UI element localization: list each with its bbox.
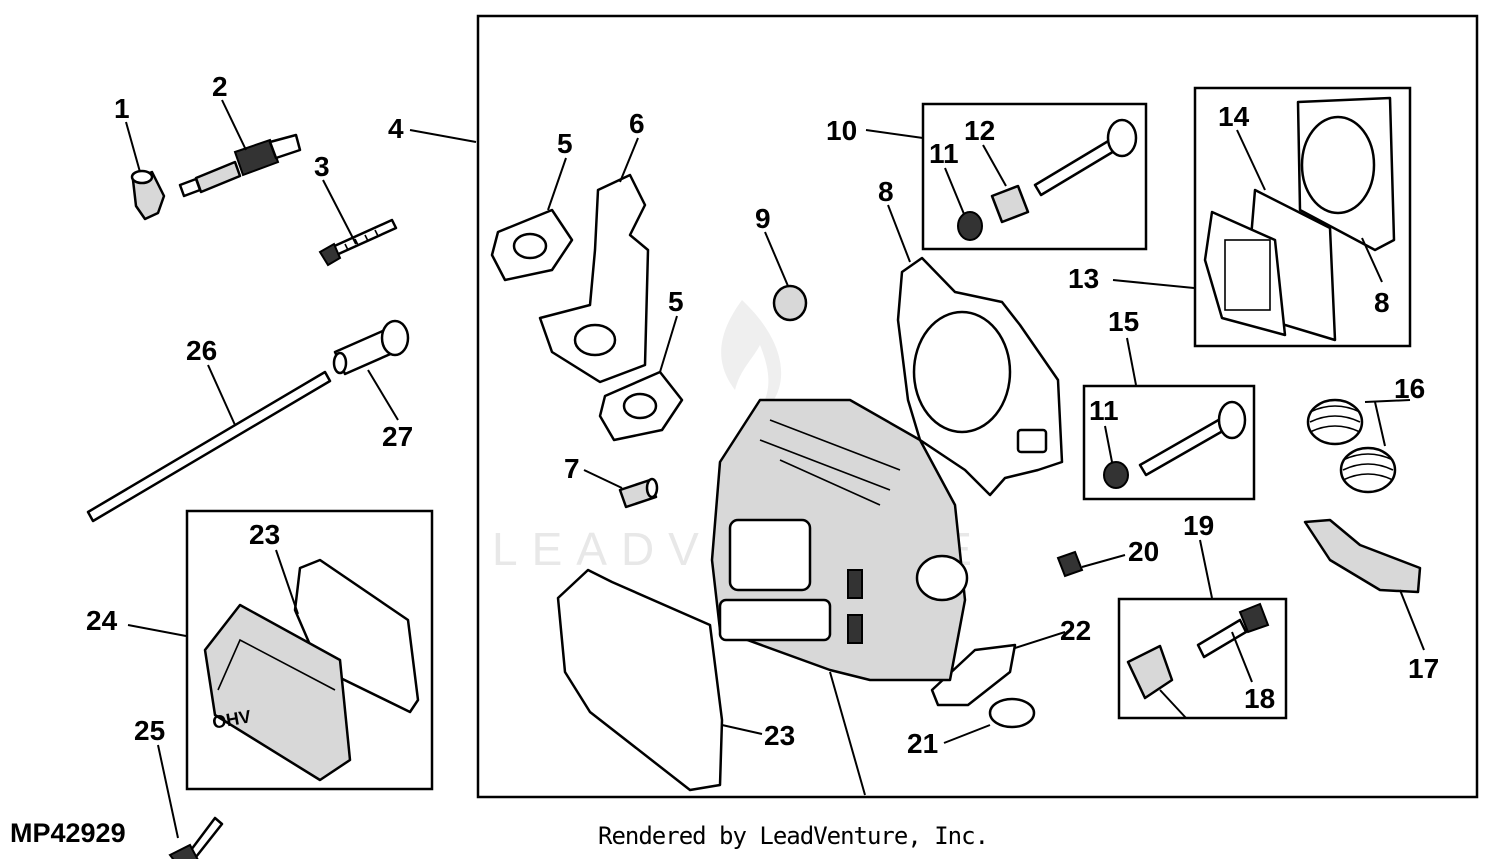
push-rod-part xyxy=(86,370,332,523)
intake-valve-kit-box xyxy=(1082,384,1256,501)
valve-cover-gasket-kit-part xyxy=(293,558,420,714)
callout-23b: 23 xyxy=(764,720,795,751)
spark-plug-boot-part xyxy=(130,169,166,221)
cylinder-head-assembly-box xyxy=(476,14,1479,799)
rocker-arm-part xyxy=(1303,518,1422,594)
valve-cover-kit-box xyxy=(185,509,434,791)
callout-9: 9 xyxy=(755,203,771,234)
exhaust-gasket-part xyxy=(930,643,1017,707)
callout-8a: 8 xyxy=(878,176,894,207)
render-credit: Rendered by LeadVenture, Inc. xyxy=(598,822,989,850)
callout-19: 19 xyxy=(1183,510,1214,541)
dowel-pin-part xyxy=(618,477,659,509)
valve-cover-part: OHV xyxy=(203,603,352,782)
intake-gasket-lower-part xyxy=(598,370,684,442)
callout-26: 26 xyxy=(186,335,217,366)
heat-shield-part xyxy=(538,173,650,384)
callout-6: 6 xyxy=(629,108,645,139)
rocker-stud-kit-box xyxy=(1117,597,1288,720)
callout-7: 7 xyxy=(564,453,580,484)
callout-22: 22 xyxy=(1060,615,1091,646)
o-ring-part xyxy=(988,697,1036,729)
valve-cover-gasket-center-part xyxy=(556,568,724,792)
valve-keeper-part xyxy=(957,211,983,241)
callout-2: 2 xyxy=(212,71,228,102)
callout-17: 17 xyxy=(1408,653,1439,684)
callout-11a: 11 xyxy=(929,138,959,169)
diagram-code: MP42929 xyxy=(10,818,126,848)
callout-4: 4 xyxy=(388,113,404,144)
callout-14: 14 xyxy=(1218,101,1250,132)
callout-5a: 5 xyxy=(557,128,573,159)
callout-16: 16 xyxy=(1394,373,1425,404)
callout-21: 21 xyxy=(907,728,938,759)
callout-3: 3 xyxy=(314,151,330,182)
valve-keeper-intake-part xyxy=(1103,461,1129,489)
exhaust-valve-kit-box xyxy=(921,102,1148,251)
callout-20: 20 xyxy=(1128,536,1159,567)
leader-lines xyxy=(125,99,1425,839)
gasket-kit-contents xyxy=(1203,96,1396,342)
callout-5b: 5 xyxy=(668,286,684,317)
cylinder-head-part xyxy=(710,398,969,682)
rocker-stud-part xyxy=(1196,602,1270,659)
callout-25: 25 xyxy=(134,715,165,746)
valve-spring-upper-part xyxy=(1306,398,1364,446)
valve-guide-part xyxy=(332,319,410,376)
callout-27: 27 xyxy=(382,421,413,452)
exhaust-valve-part xyxy=(1033,118,1138,197)
clip-part xyxy=(1056,550,1084,578)
intake-valve-part xyxy=(1138,400,1247,477)
callout-11b: 11 xyxy=(1089,395,1119,426)
callout-15: 15 xyxy=(1108,306,1139,337)
callout-10: 10 xyxy=(826,115,857,146)
callout-1: 1 xyxy=(114,93,130,124)
callout-23a: 23 xyxy=(249,519,280,550)
gasket-kit-box xyxy=(1193,86,1412,348)
callout-8b: 8 xyxy=(1374,287,1390,318)
callouts: 1 2 3 4 5 6 5 7 9 8 10 11 12 14 13 8 15 … xyxy=(86,71,1439,759)
spark-plug-part xyxy=(178,133,302,198)
callout-12: 12 xyxy=(964,115,995,146)
cap-plug-part xyxy=(772,284,808,322)
head-bolt-part xyxy=(318,218,398,267)
stud-nut-part xyxy=(1126,644,1174,700)
callout-18: 18 xyxy=(1244,683,1275,714)
callout-24: 24 xyxy=(86,605,118,636)
valve-cover-bolt-part xyxy=(168,816,224,859)
valve-spring-lower-part xyxy=(1339,446,1397,494)
head-gasket-part xyxy=(896,256,1064,497)
valve-seal-part xyxy=(990,184,1030,224)
intake-gasket-upper-part xyxy=(490,208,574,282)
callout-13: 13 xyxy=(1068,263,1099,294)
